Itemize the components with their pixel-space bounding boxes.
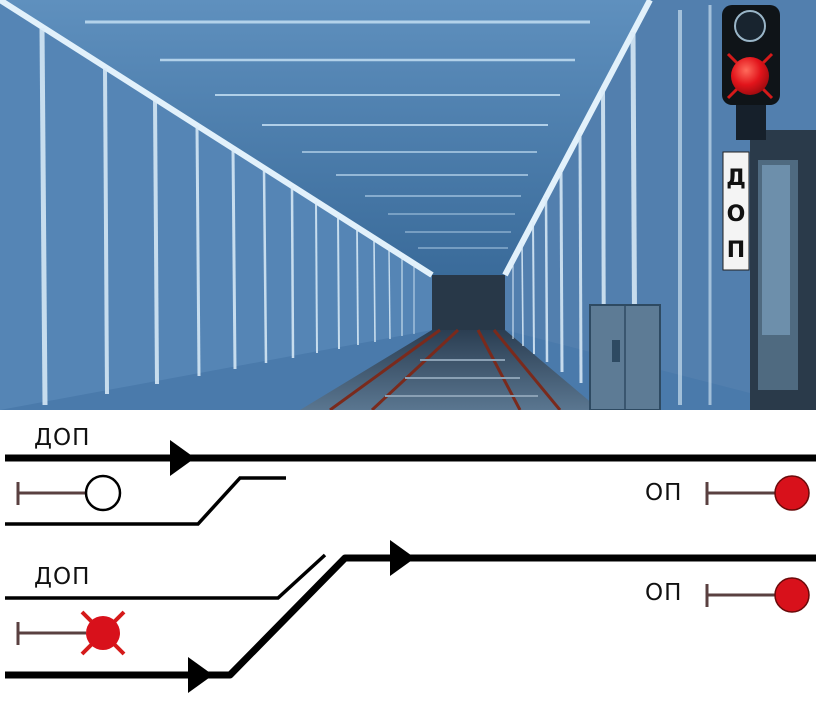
tunnel-ceiling xyxy=(0,0,650,275)
right-wall-far-ribs xyxy=(678,5,712,405)
tunnel-edges xyxy=(0,0,653,278)
track-1-far-signal-label: ОП xyxy=(645,480,682,506)
track-2-near-signal-cross xyxy=(80,610,126,656)
equipment-cabinet xyxy=(589,304,661,410)
signal-lamp-red xyxy=(726,52,774,100)
tunnel-rails xyxy=(329,328,562,410)
track-1-near-signal xyxy=(16,474,122,512)
track-2-near-signal-lamp xyxy=(86,616,120,650)
track-2-far-signal-lamp xyxy=(774,577,810,613)
left-wall-ribs xyxy=(39,27,415,406)
track-1-far-signal-lamp xyxy=(774,475,810,511)
signal-plate-letter-2: О xyxy=(727,202,746,227)
signal-plate-letter-1: Д xyxy=(726,166,746,191)
track-1-branch-line xyxy=(5,476,286,526)
track-1: ДОП ОП xyxy=(5,425,816,526)
tunnel-illustration: Д О П xyxy=(0,0,816,410)
track-2-far-signal xyxy=(705,577,810,613)
track-2-direction-arrow-lower xyxy=(188,657,213,693)
signal-plate xyxy=(722,151,750,271)
track-2-upper-line xyxy=(5,553,327,600)
track-1-label: ДОП xyxy=(34,425,90,451)
tunnel-signal-dop: Д О П xyxy=(722,5,816,410)
track-2-main-line xyxy=(5,554,816,679)
track-2-label: ДОП xyxy=(34,564,90,590)
signal-plate-letter-3: П xyxy=(727,238,745,263)
track-2: ДОП ОП xyxy=(5,540,816,693)
track-2-direction-arrow-upper xyxy=(390,540,415,576)
track-1-near-signal-lamp xyxy=(84,474,122,512)
signal-lamp-off xyxy=(734,10,766,42)
track-bed xyxy=(300,330,600,410)
tunnel-far-end xyxy=(432,275,505,330)
right-wall-ribs xyxy=(512,31,638,406)
ceiling-ribs xyxy=(85,20,590,249)
track-1-far-signal xyxy=(705,475,810,511)
track-1-direction-arrow xyxy=(170,440,195,476)
track-2-near-signal xyxy=(16,610,126,656)
track-2-far-signal-label: ОП xyxy=(645,580,682,606)
